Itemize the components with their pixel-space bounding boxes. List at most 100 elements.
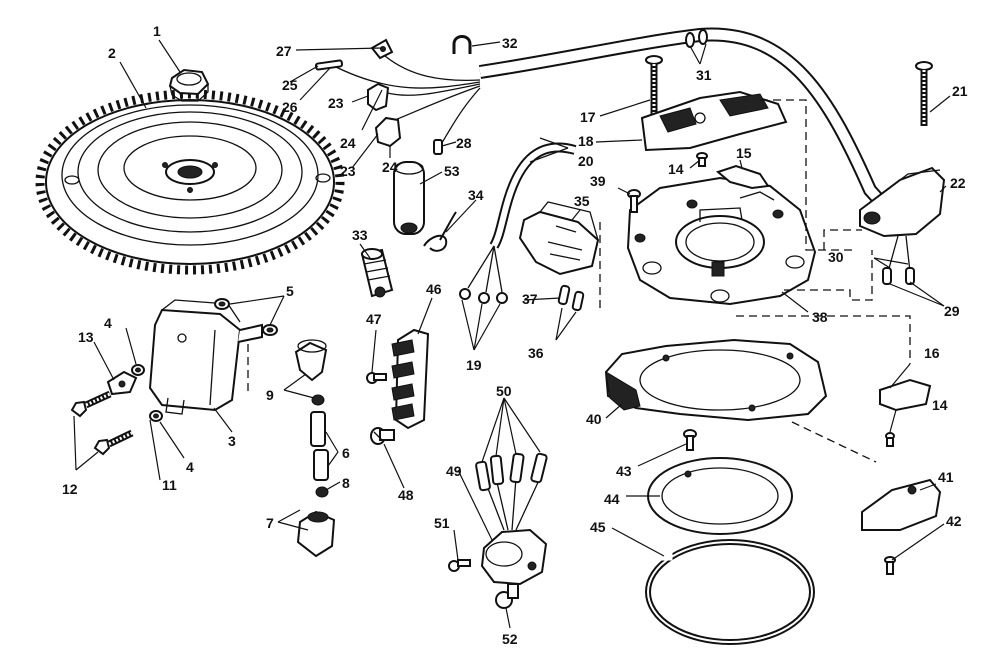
retaining-ring (645, 539, 815, 645)
callout-33: 33 (352, 227, 368, 243)
support-plate (604, 338, 828, 422)
retaining-clip (715, 164, 770, 190)
follower-screw (885, 432, 895, 447)
wire-boot-lower (374, 116, 402, 148)
connector-sleeve (393, 161, 425, 235)
rectifier (480, 528, 548, 586)
callout-31: 31 (696, 67, 712, 83)
callout-1: 1 (153, 23, 161, 39)
charge-coil-leads (459, 142, 577, 304)
flywheel (35, 89, 345, 275)
callout-34: 34 (468, 187, 484, 203)
cam-block (861, 478, 942, 531)
callout-8: 8 (342, 475, 350, 491)
ignition-coil (148, 299, 263, 415)
callout-35: 35 (574, 193, 590, 209)
callout-9: 9 (266, 387, 274, 403)
charge-coil (518, 201, 600, 276)
spark-plug-boot-lower (296, 510, 336, 558)
rectifier-screw (448, 559, 471, 572)
callout-6: 6 (342, 445, 350, 461)
callout-16: 16 (924, 345, 940, 361)
callout-3: 3 (228, 433, 236, 449)
callout-48: 48 (398, 487, 414, 503)
callout-41: 41 (938, 469, 954, 485)
bullet-connectors (557, 284, 585, 312)
callout-40: 40 (586, 411, 602, 427)
callout-44: 44 (604, 491, 620, 507)
wire-clip (452, 35, 472, 54)
trigger-screw (915, 61, 933, 126)
callout-24-right: 24 (382, 159, 398, 175)
callout-2: 2 (108, 45, 116, 61)
terminal-spring-upper (311, 394, 325, 406)
callout-50: 50 (496, 383, 512, 399)
callout-20: 20 (578, 153, 594, 169)
callout-17: 17 (580, 109, 596, 125)
flywheel-nut (168, 68, 210, 102)
callout-4-lower: 4 (186, 459, 194, 475)
callout-37: 37 (522, 291, 538, 307)
terminal-spring-lower (315, 486, 329, 498)
callout-19: 19 (466, 357, 482, 373)
callout-24-left: 24 (340, 135, 356, 151)
callout-25: 25 (282, 77, 298, 93)
spark-plug-boot-upper (294, 339, 328, 382)
alignment-lines (247, 99, 911, 463)
sensor-trigger (859, 166, 946, 238)
high-tension-lead (310, 411, 329, 481)
callout-22: 22 (950, 175, 966, 191)
armature-plate (626, 176, 817, 306)
callout-18: 18 (578, 133, 594, 149)
callout-labels: 1 2 3 4 4 5 6 7 8 9 11 12 13 14 14 15 16… (62, 23, 968, 647)
throttle-cam-follower (879, 378, 932, 412)
retainer-screw (696, 152, 708, 167)
callout-52: 52 (502, 631, 518, 647)
ground-wire (423, 211, 457, 252)
terminal-block (391, 328, 430, 430)
callout-27: 27 (276, 43, 292, 59)
callout-46: 46 (426, 281, 442, 297)
callout-29: 29 (944, 303, 960, 319)
callout-42: 42 (946, 513, 962, 529)
coil-screws (70, 390, 134, 456)
coil-spring-connector (360, 248, 394, 298)
callout-43: 43 (616, 463, 632, 479)
callout-53: 53 (444, 163, 460, 179)
callout-49: 49 (446, 463, 462, 479)
retainer-ring-screw (683, 429, 697, 451)
terminal-sleeve (433, 139, 443, 155)
callout-26: 26 (282, 99, 298, 115)
callout-4-upper: 4 (104, 315, 112, 331)
callout-28: 28 (456, 135, 472, 151)
callout-39: 39 (590, 173, 606, 189)
rectifier-bolt (495, 583, 519, 609)
stator-harness (329, 27, 894, 215)
callout-51: 51 (434, 515, 450, 531)
trigger-leads (882, 235, 915, 285)
callout-12: 12 (62, 481, 78, 497)
callout-5: 5 (286, 283, 294, 299)
callout-13: 13 (78, 329, 94, 345)
callout-36: 36 (528, 345, 544, 361)
rectifier-leads (475, 452, 548, 531)
coil-mount-washers (131, 364, 163, 422)
callout-14-upper: 14 (668, 161, 684, 177)
callout-11: 11 (162, 477, 177, 493)
ring-terminal (370, 38, 394, 60)
callout-30: 30 (828, 249, 844, 265)
cam-block-screw (884, 556, 896, 575)
callout-14-lower: 14 (932, 397, 948, 413)
mounting-screw (370, 427, 395, 445)
callout-21: 21 (952, 83, 968, 99)
callout-7: 7 (266, 515, 274, 531)
callout-45: 45 (590, 519, 606, 535)
plate-screw (627, 189, 641, 213)
callout-15: 15 (736, 145, 752, 161)
callout-38: 38 (812, 309, 828, 325)
retainer-ring (647, 457, 793, 535)
callout-23-lower: 23 (340, 163, 356, 179)
callout-47: 47 (366, 311, 382, 327)
